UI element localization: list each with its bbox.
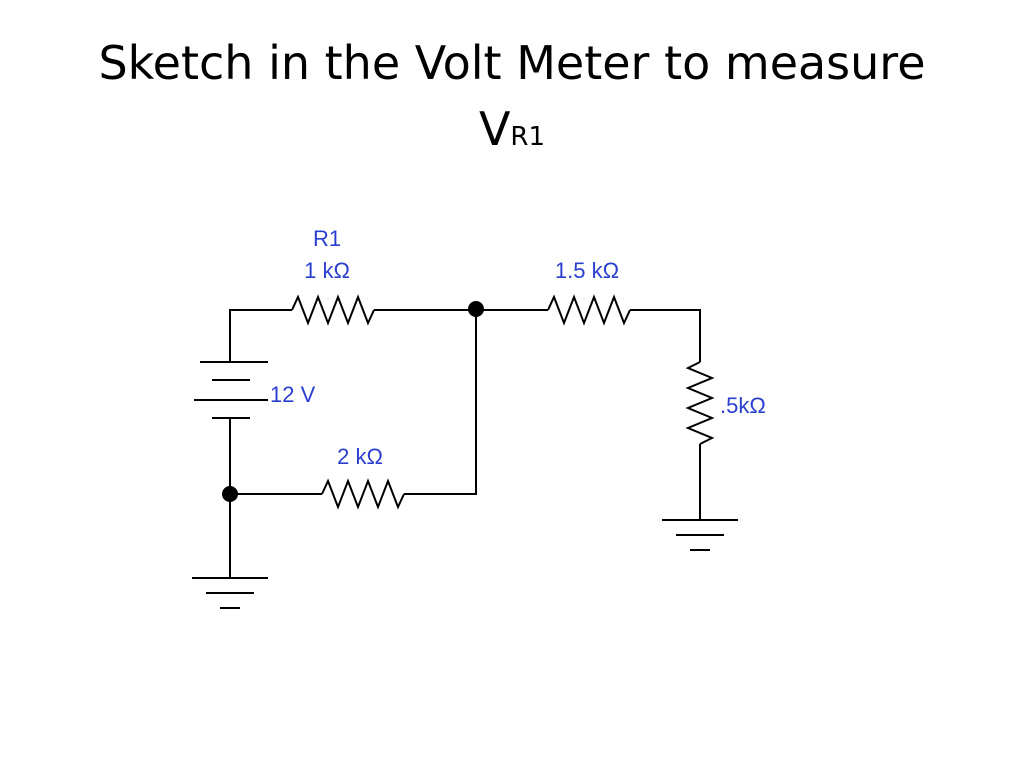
- resistor-r4-icon: [685, 361, 715, 445]
- title-line-1: Sketch in the Volt Meter to measure: [98, 36, 926, 90]
- r3-value-label: 1.5 kΩ: [555, 258, 619, 283]
- ground-left-icon: [192, 577, 268, 609]
- r4-value-label: .5kΩ: [720, 393, 766, 418]
- resistor-r3-icon: [547, 294, 631, 326]
- r2-value-label: 2 kΩ: [337, 444, 383, 469]
- wire-battery-top-to-r1: [229, 309, 292, 362]
- wire-r3-to-r4: [630, 309, 701, 362]
- battery-icon: [194, 361, 268, 419]
- r1-name-label: R1: [313, 226, 341, 251]
- wire-r2-to-node-top: [404, 310, 477, 495]
- slide-title: Sketch in the Volt Meter to measure VR1: [0, 30, 1024, 170]
- resistor-r2-icon: [321, 478, 405, 510]
- resistor-r1-icon: [291, 294, 375, 326]
- title-line-2: VR1: [0, 96, 1024, 170]
- title-voltage-symbol: V: [478, 102, 511, 156]
- battery-value-label: 12 V: [270, 382, 316, 407]
- ground-right-icon: [662, 519, 738, 551]
- r1-value-label: 1 kΩ: [304, 258, 350, 283]
- title-voltage-subscript: R1: [510, 122, 546, 152]
